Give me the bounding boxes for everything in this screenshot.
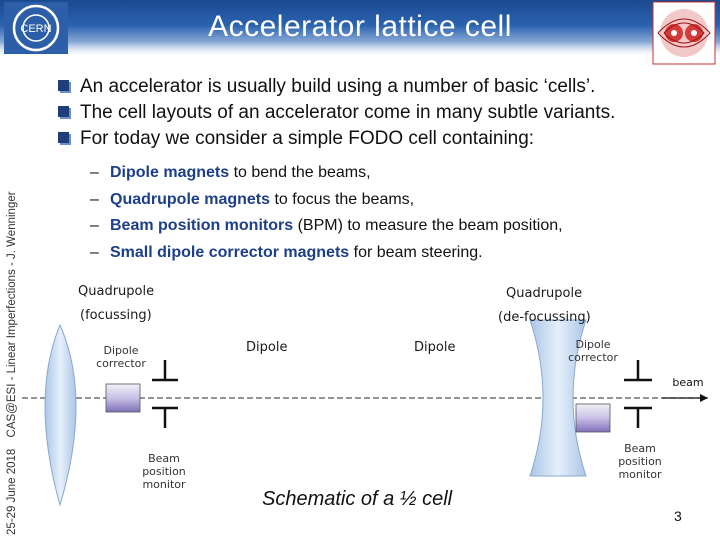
focusing-quadrupole-lens — [44, 323, 77, 507]
quad-left-sublabel: (focussing) — [80, 308, 152, 323]
corrector-left-label: Dipole corrector — [96, 344, 146, 370]
sub-item-dipole: –Dipole magnets to bend the beams, — [90, 164, 371, 181]
quad-right-sublabel: (de-focussing) — [498, 310, 591, 325]
beam-arrowhead-icon — [700, 394, 708, 402]
bullet-list: An accelerator is usually build using a … — [58, 74, 615, 152]
checkbox-bullet-icon — [58, 132, 69, 143]
checkbox-bullet-icon — [58, 106, 69, 117]
bullet-item: The cell layouts of an accelerator come … — [58, 100, 615, 126]
sub-item-corrector: –Small dipole corrector magnets for beam… — [90, 243, 483, 261]
cern-logo: CERN — [4, 2, 68, 54]
bullet-item: An accelerator is usually build using a … — [58, 74, 615, 100]
magnet-field-logo — [652, 1, 716, 65]
bullet-item: For today we consider a simple FODO cell… — [58, 126, 615, 152]
cern-logo-text: CERN — [20, 23, 51, 35]
corrector-box-right — [575, 403, 611, 433]
checkbox-bullet-icon — [58, 80, 69, 91]
quad-right-label: Quadrupole — [506, 286, 583, 301]
quad-left-label: Quadrupole — [78, 284, 155, 299]
page-title: Accelerator lattice cell — [208, 10, 512, 43]
dipole-right-label: Dipole — [414, 340, 456, 355]
corrector-right-label: Dipole corrector — [568, 338, 618, 364]
dipole-left-label: Dipole — [246, 340, 288, 355]
bpm-lower-right — [624, 406, 652, 428]
bpm-left-label: Beam position monitor — [142, 452, 186, 491]
bpm-right-label: Beam position monitor — [618, 442, 662, 481]
page-number: 3 — [674, 508, 682, 524]
bpm-upper-right — [624, 360, 652, 382]
header-fade — [0, 42, 720, 56]
bpm-upper-left — [152, 360, 178, 382]
beam-label: beam — [672, 376, 704, 389]
bpm-lower-left — [152, 406, 178, 428]
sub-item-list: –Dipole magnets to bend the beams, –Quad… — [90, 160, 563, 266]
corrector-box-left — [105, 383, 141, 413]
sub-item-quadrupole: –Quadrupole magnets to focus the beams, — [90, 190, 415, 208]
defocusing-quadrupole-lens — [529, 319, 587, 477]
sub-item-bpm: –Beam position monitors (BPM) to measure… — [90, 217, 563, 234]
diagram-caption: Schematic of a ½ cell — [262, 488, 453, 510]
